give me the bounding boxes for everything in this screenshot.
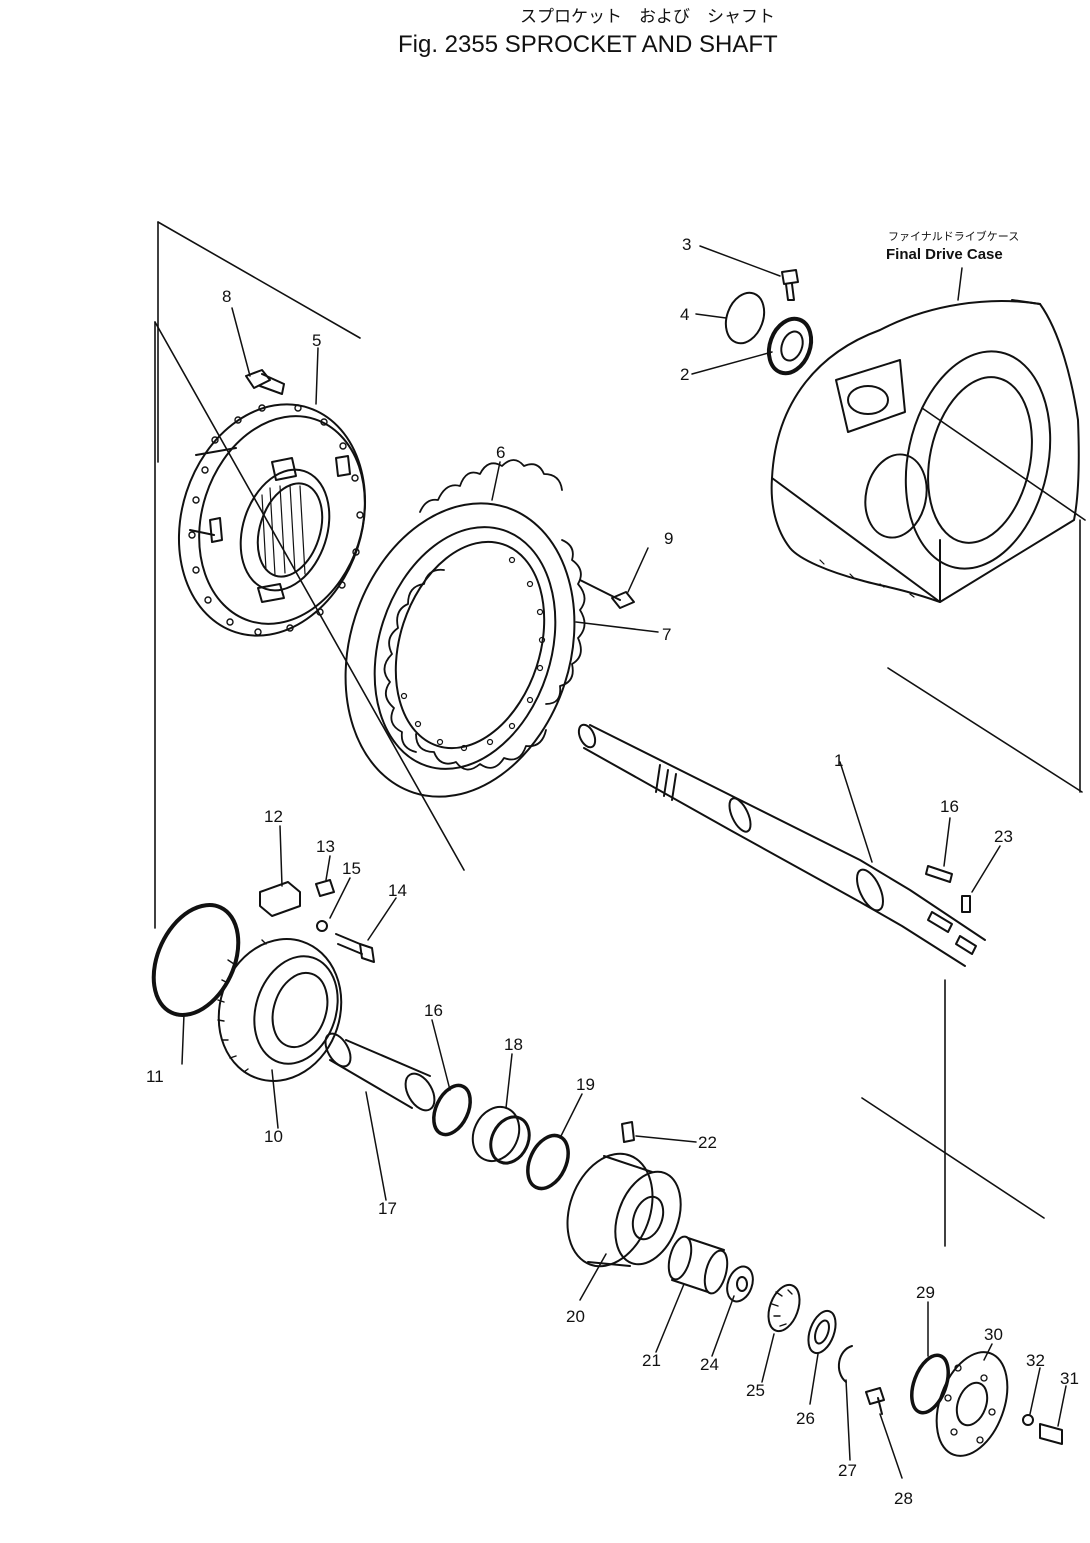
title-japanese: スプロケット および シャフト: [520, 7, 775, 27]
bolt-31: [1039, 1423, 1063, 1445]
race-26: [807, 1309, 837, 1355]
part-label-10: 10: [264, 1127, 283, 1146]
o-ring-16-lower: [432, 1083, 472, 1137]
part-label-4: 4: [680, 305, 689, 324]
part-label-15: 15: [342, 859, 361, 878]
enclosure-upper-left: [157, 221, 361, 463]
enclosure-right: [861, 407, 1086, 1247]
main-shaft: [577, 723, 986, 967]
part-label-29: 29: [916, 1283, 935, 1302]
pin-23: [961, 895, 971, 913]
bearing-25: [767, 1283, 801, 1333]
o-ring-19: [526, 1133, 570, 1191]
part-label-19: 19: [576, 1075, 595, 1094]
final-drive-case-label-jp: ファイナルドライブケース: [888, 229, 1019, 243]
bushing-21: [667, 1235, 729, 1295]
part-label-18: 18: [504, 1035, 523, 1054]
final-drive-case-label-en: Final Drive Case: [886, 246, 1003, 263]
part-label-13: 13: [316, 837, 335, 856]
part-label-17: 17: [378, 1199, 397, 1218]
pin-22: [621, 1121, 635, 1143]
part-label-25: 25: [746, 1381, 765, 1400]
part-label-22: 22: [698, 1133, 717, 1152]
cap-12: [259, 881, 301, 917]
part-label-3: 3: [682, 235, 691, 254]
part-number-labels: 1 2 3 4 5 6 7 8 9 10 11 12 13 14 15 16 1…: [146, 235, 1079, 1508]
sprocket-rim: [344, 459, 586, 798]
seal-ring-4: [724, 291, 766, 345]
part-label-9: 9: [664, 529, 673, 548]
part-label-16-lower: 16: [424, 1001, 443, 1020]
part-label-2: 2: [680, 365, 689, 384]
part-label-1: 1: [834, 751, 843, 770]
clip-27: [837, 1345, 853, 1383]
part-label-32: 32: [1026, 1351, 1045, 1370]
part-label-8: 8: [222, 287, 231, 306]
part-label-27: 27: [838, 1461, 857, 1480]
o-ring-29: [910, 1353, 950, 1415]
bolt-14: [335, 933, 375, 963]
plug-3: [781, 269, 799, 301]
part-label-31: 31: [1060, 1369, 1079, 1388]
enclosure-lower-left: [154, 321, 465, 929]
part-label-23: 23: [994, 827, 1013, 846]
final-drive-case: [770, 299, 1080, 603]
part-label-28: 28: [894, 1489, 913, 1508]
carrier-20: [566, 1152, 682, 1268]
part-label-6: 6: [496, 443, 505, 462]
cover-30: [935, 1351, 1009, 1457]
floating-seal-10: [217, 938, 343, 1082]
washer-15: [316, 920, 328, 932]
part-label-12: 12: [264, 807, 283, 826]
part-label-5: 5: [312, 331, 321, 350]
bolt-8: [245, 369, 285, 395]
nut-9: [579, 579, 635, 609]
part-label-30: 30: [984, 1325, 1003, 1344]
collar-18: [471, 1105, 531, 1165]
part-label-16-upper: 16: [940, 797, 959, 816]
screw-28: [865, 1387, 885, 1415]
part-label-7: 7: [662, 625, 671, 644]
key-13: [315, 879, 335, 897]
title-english: Fig. 2355 SPROCKET AND SHAFT: [398, 31, 778, 58]
sleeve-17: [324, 1032, 436, 1112]
pin-16-upper: [925, 865, 953, 883]
part-label-11: 11: [146, 1067, 164, 1086]
part-label-14: 14: [388, 881, 407, 900]
part-label-21: 21: [642, 1351, 661, 1370]
part-label-24: 24: [700, 1355, 719, 1374]
part-label-26: 26: [796, 1409, 815, 1428]
sprocket-hub: [177, 403, 367, 637]
part-label-20: 20: [566, 1307, 585, 1326]
leader-lines: [181, 245, 1067, 1479]
washer-24: [726, 1265, 754, 1303]
bearing-2: [766, 316, 814, 376]
washer-32: [1022, 1414, 1034, 1426]
